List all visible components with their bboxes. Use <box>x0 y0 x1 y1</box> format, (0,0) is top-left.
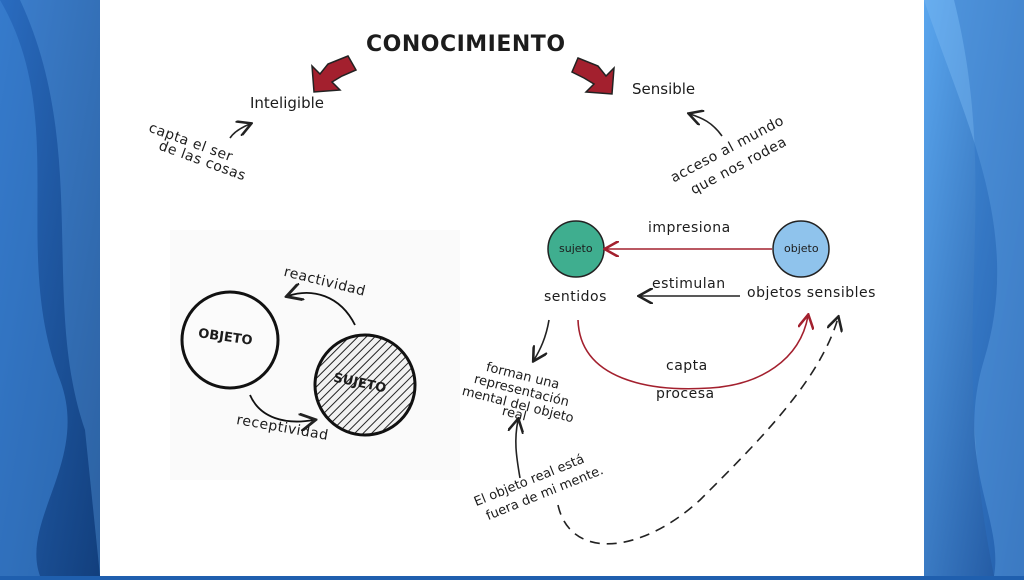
objeto-real-arrow <box>516 420 520 479</box>
wave-decoration-right <box>924 0 1024 576</box>
sentidos-down-arrow <box>534 319 550 360</box>
capta-label: capta <box>666 358 708 374</box>
dashed-return-arrow <box>557 318 838 545</box>
slide-canvas: CONOCIMIENTO Inteligible Sensible capta … <box>100 0 924 576</box>
capta-procesa-arrow <box>577 316 808 390</box>
objeto-node-label: objeto <box>784 242 819 255</box>
objeto-node <box>772 220 830 278</box>
sujeto-node-label: sujeto <box>559 242 593 255</box>
red-arrow-right <box>571 57 615 95</box>
note-arrow-right <box>690 114 723 137</box>
red-arrow-left <box>311 55 358 93</box>
wave-decoration-left <box>0 0 100 576</box>
estimulan-label: estimulan <box>652 276 726 292</box>
cycle-sketch <box>170 230 460 480</box>
background-left-band <box>0 0 100 576</box>
sentidos-label: sentidos <box>544 289 607 305</box>
objetos-sensibles-label: objetos sensibles <box>747 285 876 301</box>
note-arrow-left <box>229 124 250 139</box>
branch-inteligible: Inteligible <box>250 94 324 112</box>
receptividad-arrow <box>249 394 314 422</box>
main-title: CONOCIMIENTO <box>366 32 566 57</box>
procesa-label: procesa <box>656 386 715 402</box>
diagram-drawing <box>170 55 924 545</box>
impresiona-label: impresiona <box>648 220 731 236</box>
branch-sensible: Sensible <box>632 80 696 98</box>
reactividad-arrow <box>288 293 356 326</box>
objeto-circle <box>180 290 280 390</box>
background-right-band <box>924 0 1024 576</box>
sujeto-circle <box>313 333 417 437</box>
